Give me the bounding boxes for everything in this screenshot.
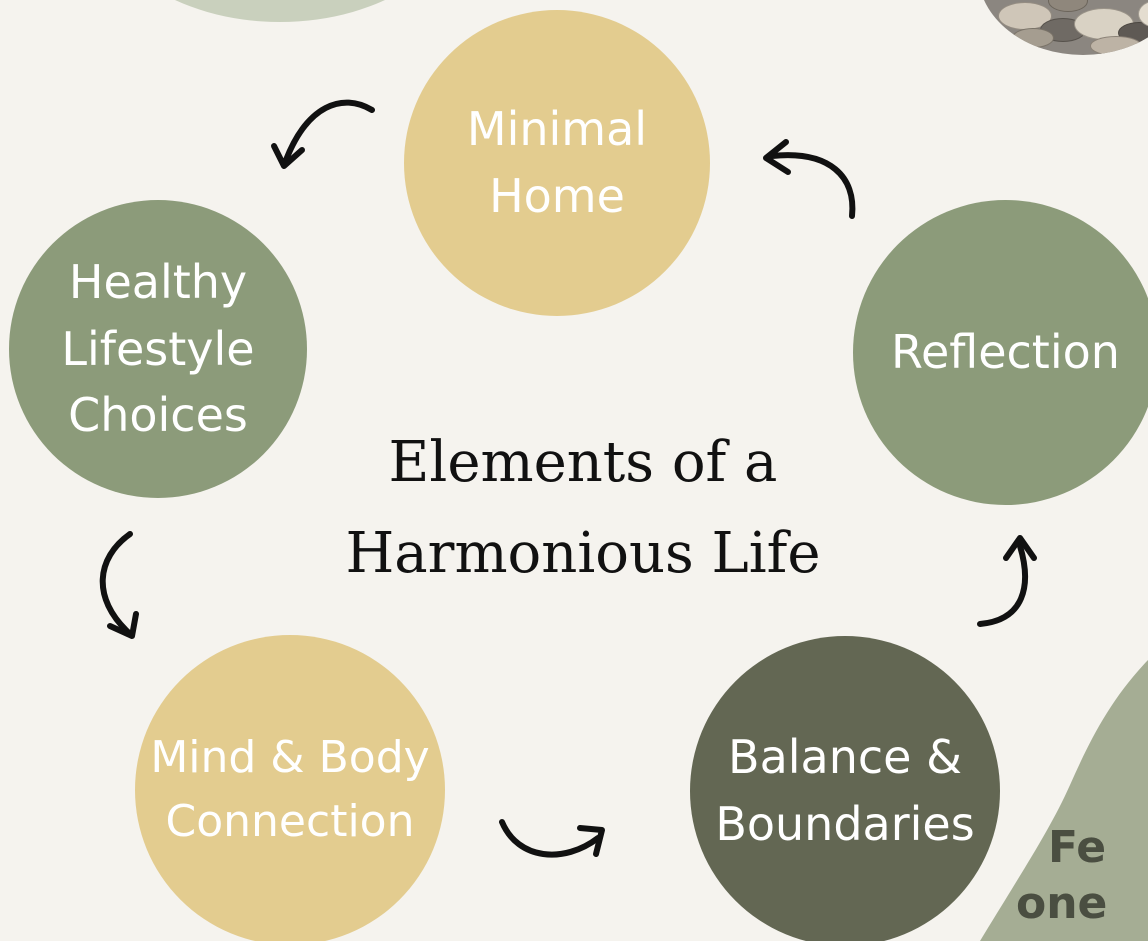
corner-caption-line2: one — [1016, 878, 1108, 929]
node-balance-line2: Boundaries — [715, 797, 975, 851]
stones-photo — [978, 0, 1148, 55]
corner-caption: Fe one — [948, 818, 1148, 941]
diagram-title-line1: Elements of a — [388, 430, 778, 495]
curved-arrow-icon — [499, 819, 605, 858]
node-mind-body-line1: Mind & Body — [150, 732, 430, 784]
node-mind-body: Mind & Body Connection — [135, 635, 445, 941]
node-healthy-line1: Healthy — [68, 254, 248, 309]
decorative-blob-top-left — [90, 0, 470, 22]
node-minimal-home-line1: Minimal — [466, 102, 648, 157]
node-healthy-line3: Choices — [68, 388, 248, 443]
curved-arrow-icon — [763, 139, 856, 219]
curved-arrow-icon — [271, 99, 375, 169]
node-minimal-home: Minimal Home — [404, 10, 710, 316]
corner-caption-line1: Fe — [1048, 822, 1107, 873]
curved-arrow-icon — [977, 535, 1037, 627]
node-balance-boundaries: Balance & Boundaries — [690, 636, 1000, 941]
node-balance-line1: Balance & — [728, 730, 962, 785]
diagram-title-line2: Harmonious Life — [345, 520, 821, 586]
node-reflection: Reflection — [853, 200, 1148, 505]
decorative-blob-bottom-right — [980, 660, 1148, 941]
curved-arrow-icon — [99, 531, 139, 639]
diagram-title: Elements of a Harmonious Life — [300, 418, 866, 599]
node-healthy-line2: Lifestyle — [61, 321, 255, 376]
node-healthy-lifestyle: Healthy Lifestyle Choices — [9, 200, 307, 498]
node-mind-body-line2: Connection — [165, 796, 415, 847]
node-minimal-home-line2: Home — [489, 169, 625, 223]
node-reflection-label: Reflection — [891, 325, 1120, 380]
